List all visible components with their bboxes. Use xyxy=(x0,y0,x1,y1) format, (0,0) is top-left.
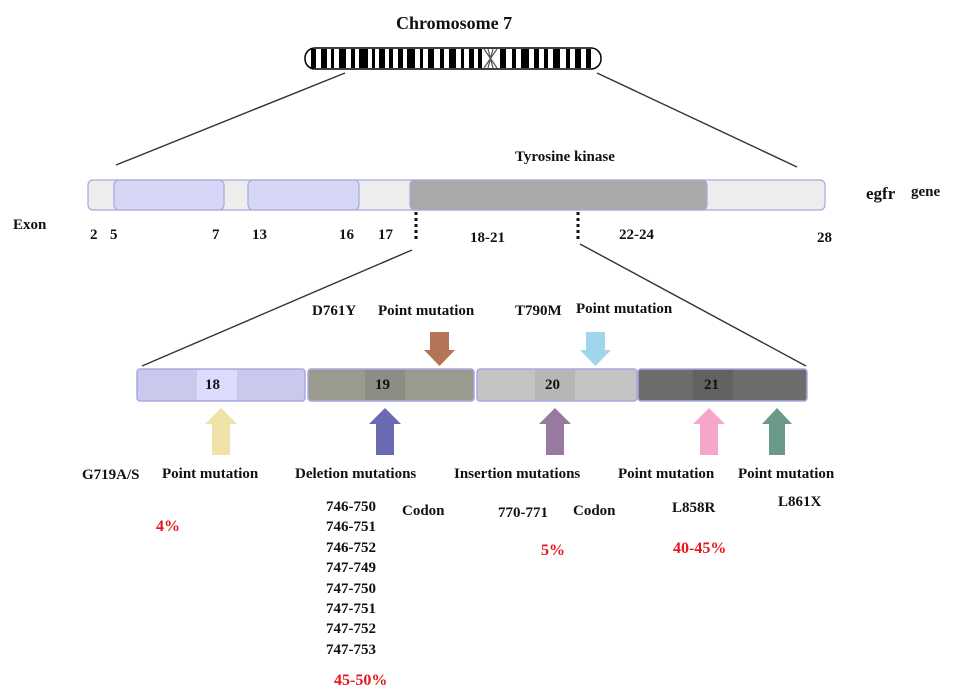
codon-range: 747-753 xyxy=(326,641,376,658)
insertion-percent: 5% xyxy=(541,542,565,559)
chromosome-title: Chromosome 7 xyxy=(396,13,513,33)
exon-domain-bar xyxy=(136,368,808,402)
deletion-codon-list: 746-750 746-751 746-752 747-749 747-750 … xyxy=(326,497,376,660)
exon-block-5-7 xyxy=(113,179,225,211)
exon-block-13-16 xyxy=(247,179,360,211)
l858r-type: Point mutation xyxy=(618,466,715,482)
gene-name: egfr xyxy=(866,184,896,203)
codon-range: 747-750 xyxy=(326,580,376,597)
exon-number: 28 xyxy=(817,230,832,246)
exon-18-highlight xyxy=(197,370,237,400)
exon-20-highlight xyxy=(535,370,575,400)
insertion-type: Insertion mutations xyxy=(454,466,581,482)
exon-21-highlight xyxy=(693,370,733,400)
codon-range: 747-749 xyxy=(326,560,376,577)
insertion-codon-label: Codon xyxy=(573,503,616,519)
l858r-percent: 40-45% xyxy=(673,540,727,557)
domain-label-21: 21 xyxy=(704,377,719,393)
zoom-line-lower-left xyxy=(141,249,413,367)
tyrosine-kinase-domain xyxy=(409,179,708,211)
arrow-d761y-down xyxy=(424,332,455,366)
exon-number: 5 xyxy=(110,227,118,243)
g719-type: Point mutation xyxy=(162,466,259,482)
exon-number: 22-24 xyxy=(619,227,654,243)
codon-range: 746-750 xyxy=(326,499,376,515)
codon-range: 746-752 xyxy=(326,539,376,556)
exon-number: 7 xyxy=(212,227,220,243)
gene-suffix: gene xyxy=(911,184,941,200)
exon-number: 13 xyxy=(252,227,267,243)
codon-range: 747-751 xyxy=(326,601,376,618)
exon-number: 18-21 xyxy=(470,230,505,246)
exon-19-highlight xyxy=(365,370,405,400)
l861x-name: L861X xyxy=(778,494,822,510)
g719-percent: 4% xyxy=(156,518,180,535)
domain-label-20: 20 xyxy=(545,377,560,393)
arrow-l861x-up xyxy=(762,408,792,455)
d761y-type: Point mutation xyxy=(378,303,475,319)
arrow-insertion-up xyxy=(539,408,571,455)
l858r-name: L858R xyxy=(672,500,716,516)
zoom-line-lower-right xyxy=(579,243,807,367)
codon-range: 747-752 xyxy=(326,621,376,638)
deletion-percent: 45-50% xyxy=(334,672,388,689)
arrow-g719-up xyxy=(205,408,237,455)
domain-label-19: 19 xyxy=(375,377,390,393)
l861x-type: Point mutation xyxy=(738,466,835,482)
t790m-name: T790M xyxy=(515,303,562,319)
tyrosine-kinase-label: Tyrosine kinase xyxy=(515,149,615,165)
exon-axis-label: Exon xyxy=(13,217,47,233)
deletion-codon-label: Codon xyxy=(402,503,445,519)
insertion-codons: 770-771 xyxy=(498,505,548,521)
exon-number: 2 xyxy=(90,227,98,243)
d761y-name: D761Y xyxy=(312,303,357,319)
exon-number: 16 xyxy=(339,227,354,243)
domain-label-18: 18 xyxy=(205,377,220,393)
egfr-gene-bar xyxy=(87,179,826,211)
chromosome-7-ideogram xyxy=(304,47,602,70)
zoom-line-right xyxy=(596,72,798,168)
arrow-deletion-up xyxy=(369,408,401,455)
codon-range: 746-751 xyxy=(326,519,376,536)
exon-number: 17 xyxy=(378,227,393,243)
arrow-t790m-down xyxy=(580,332,611,366)
t790m-type: Point mutation xyxy=(576,301,673,317)
deletion-type: Deletion mutations xyxy=(295,466,417,482)
zoom-line-left xyxy=(115,72,346,166)
arrow-l858r-up xyxy=(693,408,725,455)
g719-name: G719A/S xyxy=(82,467,140,483)
